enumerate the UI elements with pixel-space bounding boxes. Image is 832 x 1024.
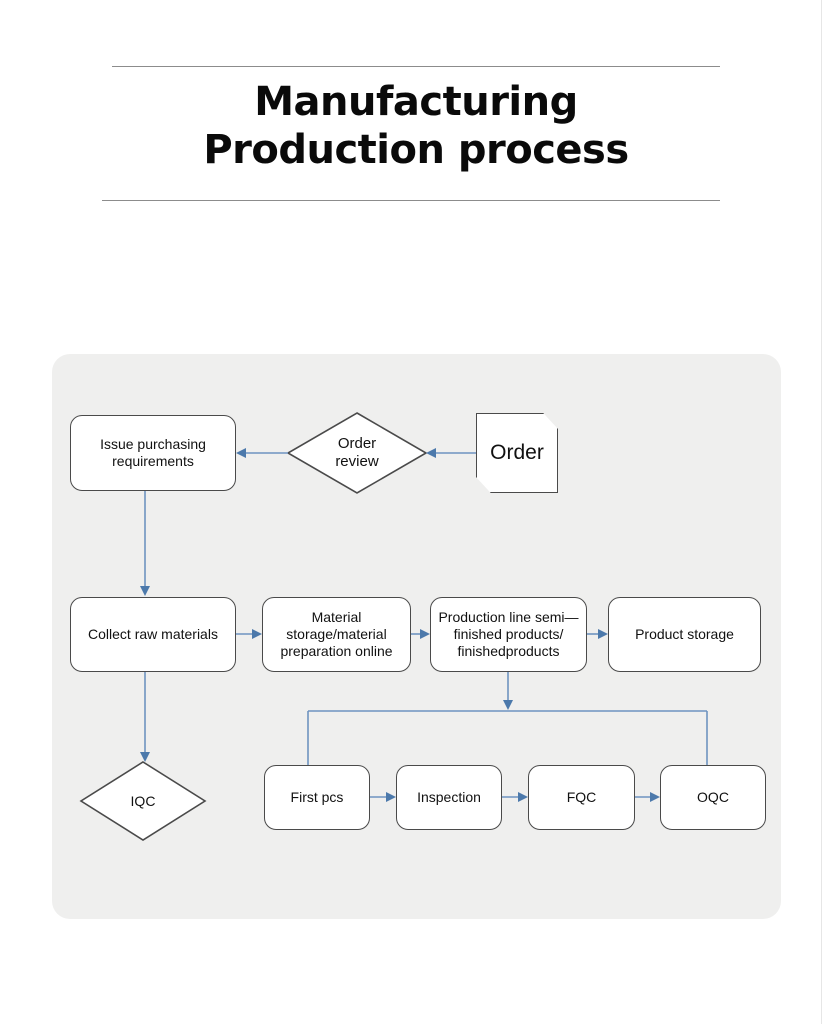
node-inspection[interactable]: Inspection	[396, 765, 502, 830]
node-label-iqc: IQC	[130, 792, 156, 809]
node-label-collect-raw-materials: Collect raw materials	[88, 626, 218, 642]
node-oqc[interactable]: OQC	[660, 765, 766, 830]
page-right-edge	[821, 0, 822, 1024]
node-label-production-line: Production line semi— finished products/…	[438, 609, 579, 659]
node-issue-purchasing-requirements[interactable]: Issue purchasing requirements	[70, 415, 236, 491]
node-collect-raw-materials[interactable]: Collect raw materials	[70, 597, 236, 672]
title-rule-bottom	[102, 200, 720, 201]
node-label-oqc: OQC	[697, 789, 729, 805]
node-order[interactable]: Order	[476, 413, 558, 493]
node-iqc[interactable]: IQC	[81, 762, 205, 840]
node-fqc[interactable]: FQC	[528, 765, 635, 830]
order-shape-face	[476, 413, 558, 493]
node-label-first-pcs: First pcs	[290, 789, 344, 805]
node-material-storage-preparation[interactable]: Material storage/material preparation on…	[262, 597, 411, 672]
node-first-pcs[interactable]: First pcs	[264, 765, 370, 830]
node-label-order-review: Order review	[335, 435, 379, 470]
node-label-inspection: Inspection	[417, 789, 481, 805]
page-title: Manufacturing Production process	[203, 79, 629, 173]
title-rule-top	[112, 66, 720, 67]
node-label-material-storage-preparation: Material storage/material preparation on…	[280, 609, 393, 659]
node-label-fqc: FQC	[566, 789, 597, 805]
node-label-product-storage: Product storage	[635, 626, 734, 642]
node-production-line[interactable]: Production line semi— finished products/…	[430, 597, 587, 672]
node-order-review[interactable]: Order review	[288, 413, 426, 493]
node-label-issue-purchasing-requirements: Issue purchasing requirements	[100, 436, 206, 469]
node-label-order: Order	[490, 441, 544, 464]
node-product-storage[interactable]: Product storage	[608, 597, 761, 672]
